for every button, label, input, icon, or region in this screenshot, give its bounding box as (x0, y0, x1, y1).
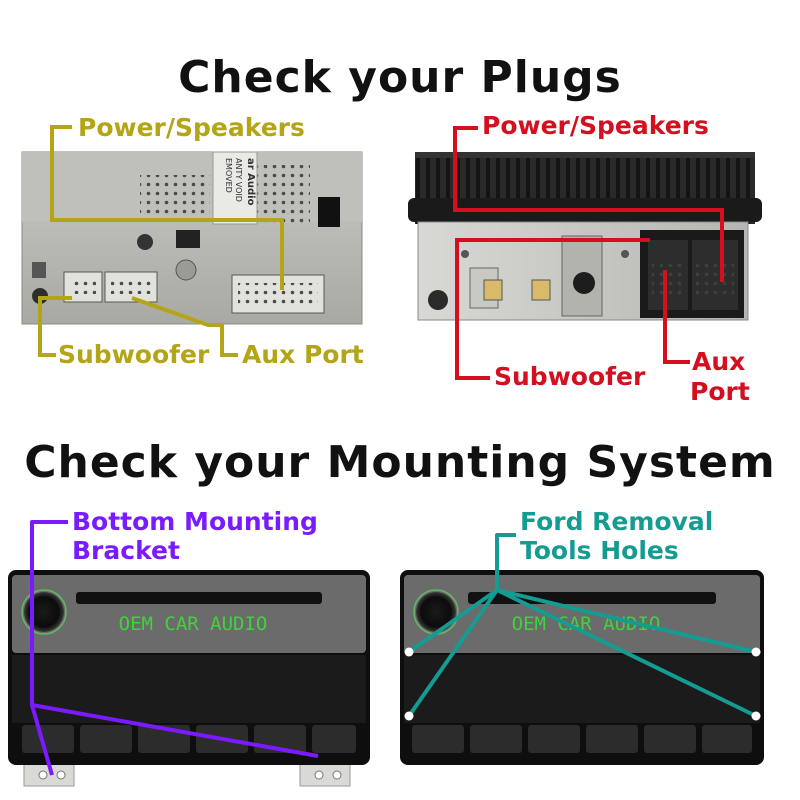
left-subwoofer-label: Subwoofer (58, 340, 210, 369)
right-port-label: Port (690, 377, 750, 406)
sticker-line-2: ANTY VOID (234, 158, 243, 202)
right-aux-label: Aux (692, 347, 746, 376)
sticker-line-3: EMOVED (224, 158, 233, 193)
ford-removal-label: Ford Removal (520, 507, 714, 536)
bracket-label: Bracket (72, 536, 180, 565)
plugs-heading: Check your Plugs (178, 52, 622, 103)
mounting-heading: Check your Mounting System (24, 437, 776, 488)
bottom-mounting-label: Bottom Mounting (72, 507, 318, 536)
left-power-speakers-label: Power/Speakers (78, 113, 305, 142)
right-radio-callouts (453, 126, 724, 380)
sticker-line-1: ar Audio (245, 158, 256, 206)
right-power-speakers-label: Power/Speakers (482, 111, 709, 140)
removal-holes (404, 647, 761, 721)
front-radio-right: OEM CAR AUDIO (400, 570, 764, 765)
lcd-display-text: OEM CAR AUDIO (119, 613, 268, 635)
removal-holes-callouts (407, 533, 757, 718)
bracket-callouts (30, 520, 319, 776)
tools-holes-label: Tools Holes (520, 536, 679, 565)
right-radio-back (408, 152, 762, 321)
left-radio-callouts (38, 125, 284, 357)
left-radio-back: ar Audio ANTY VOID EMOVED (21, 151, 363, 325)
right-subwoofer-label: Subwoofer (494, 362, 646, 391)
left-aux-port-label: Aux Port (242, 340, 364, 369)
